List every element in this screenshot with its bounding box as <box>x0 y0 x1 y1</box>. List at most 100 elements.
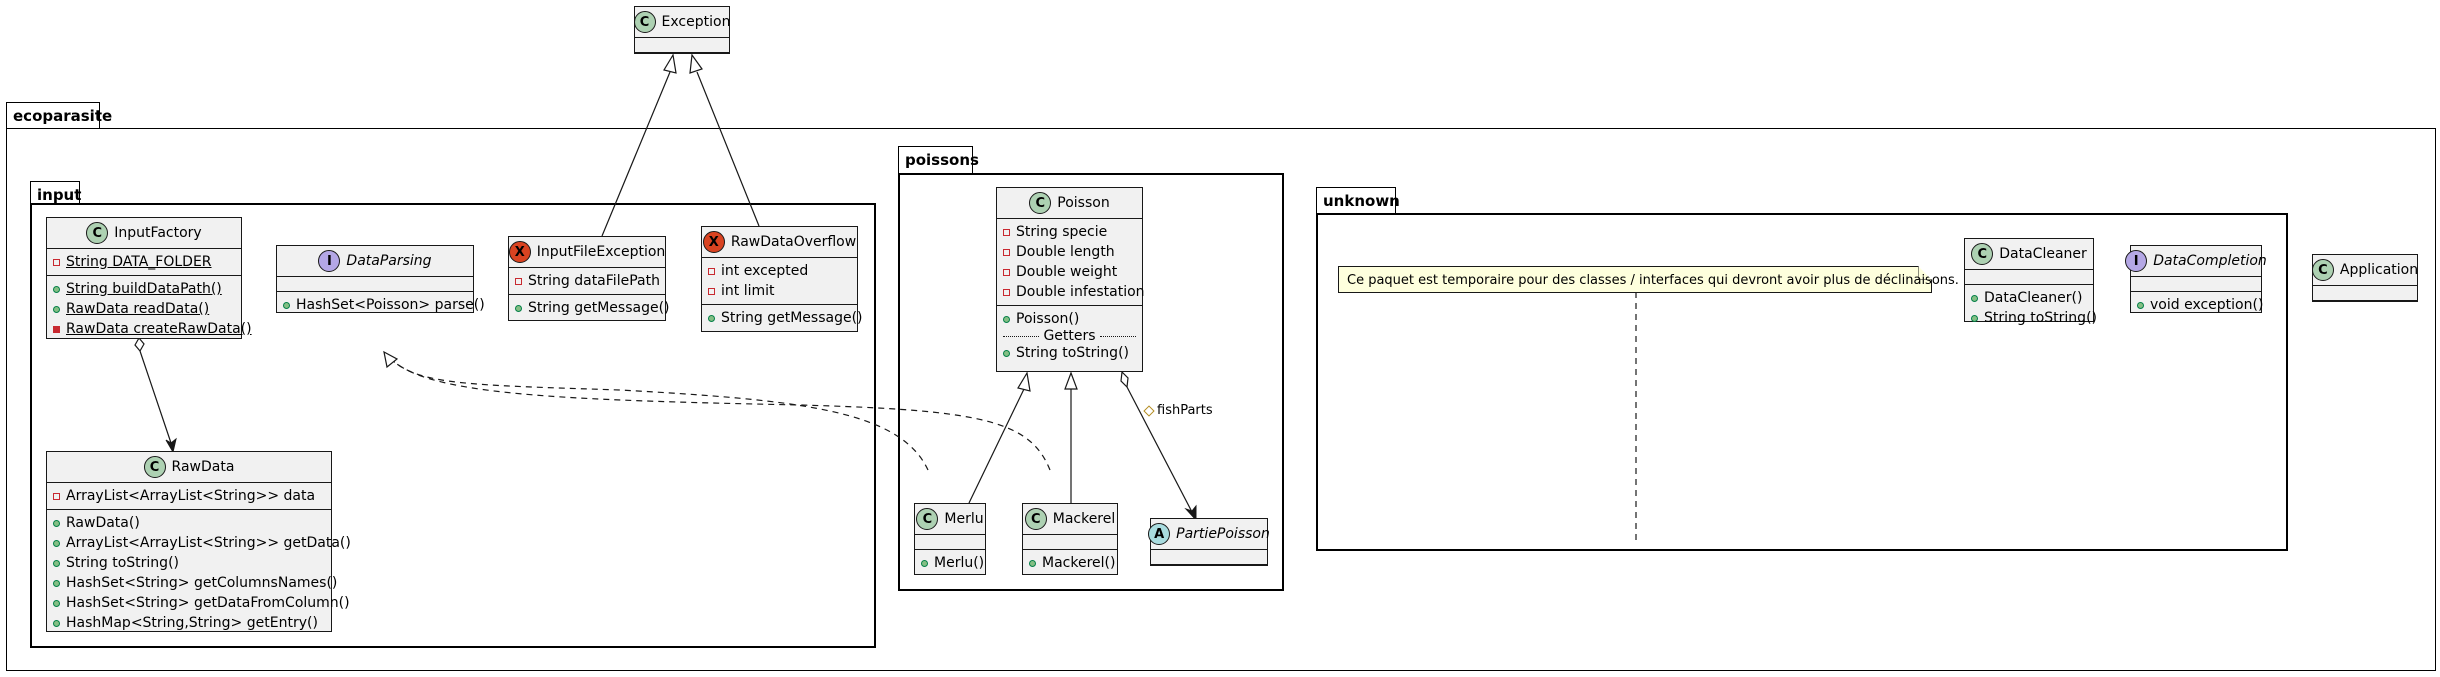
methods-section: String buildDataPath() RawData readData(… <box>47 276 252 342</box>
methods-section <box>1151 565 1267 579</box>
class-header: I DataCompletion <box>2125 246 2267 277</box>
package-input-tab: input <box>30 181 81 204</box>
class-badge-icon: C <box>1024 508 1047 530</box>
private-icon <box>1003 248 1010 256</box>
exception-badge-icon: X <box>508 241 531 263</box>
class-application[interactable]: C Application <box>2311 254 2419 302</box>
methods-section: RawData() ArrayList<ArrayList<String>> g… <box>47 510 351 636</box>
public-icon <box>53 579 60 587</box>
class-raw-data[interactable]: C RawData ArrayList<ArrayList<String>> d… <box>46 451 351 632</box>
method-row: String toString() <box>53 553 325 573</box>
class-mackerel[interactable]: C Mackerel Mackerel() <box>1022 503 1118 575</box>
field-row: Double infestation <box>1003 282 1145 302</box>
public-icon <box>53 519 60 527</box>
edge-inputfactory-aggregates-rawdata <box>139 350 172 444</box>
class-name: Merlu <box>944 511 984 527</box>
class-badge-icon: C <box>86 222 109 244</box>
private-icon <box>1003 268 1010 276</box>
methods-section: Poisson() Getters String toString() <box>997 306 1142 366</box>
public-icon <box>283 301 290 309</box>
class-header: C DataCleaner <box>1965 239 2093 270</box>
implement-arrow-head <box>383 350 399 369</box>
class-poisson[interactable]: C Poisson String specie Double length Do… <box>996 187 1145 372</box>
public-icon <box>1003 349 1010 357</box>
private-icon <box>1003 288 1010 296</box>
method-row: RawData() <box>53 513 325 533</box>
class-name: Application <box>2339 262 2419 278</box>
class-input-factory[interactable]: C InputFactory String DATA_FOLDER String… <box>46 217 252 342</box>
methods-section: Mackerel() <box>1023 550 1117 576</box>
class-merlu[interactable]: C Merlu Merlu() <box>914 503 986 575</box>
method-row: HashSet<Poisson> parse() <box>283 295 485 315</box>
class-raw-data-overflow[interactable]: X RawDataOverflow int excepted int limit… <box>701 226 863 332</box>
class-name: InputFactory <box>114 225 202 241</box>
fields-section <box>277 277 473 292</box>
fields-section: ArrayList<ArrayList<String>> data <box>47 483 331 510</box>
class-name: RawDataOverflow <box>730 234 857 250</box>
fields-section <box>1965 270 2093 285</box>
class-header: C Application <box>2311 255 2419 286</box>
inherit-arrow-head <box>1064 371 1078 390</box>
public-icon <box>53 559 60 567</box>
class-header: C Merlu <box>915 504 985 535</box>
interface-badge-icon: I <box>2125 250 2148 272</box>
edge-poisson-aggregates-partiepoisson <box>1126 386 1193 513</box>
abstract-partie-poisson[interactable]: A PartiePoisson <box>1148 518 1270 566</box>
method-row: ArrayList<ArrayList<String>> getData() <box>53 533 351 553</box>
class-name: DataCompletion <box>2153 253 2267 269</box>
exception-badge-icon: X <box>702 231 725 253</box>
class-header: C Exception <box>633 7 731 38</box>
class-badge-icon: C <box>1029 192 1052 214</box>
getters-separator: Getters <box>1003 328 1137 344</box>
method-row: String buildDataPath() <box>53 279 235 299</box>
class-data-cleaner[interactable]: C DataCleaner DataCleaner() String toStr… <box>1964 238 2097 326</box>
public-icon <box>1971 294 1978 302</box>
method-row: HashSet<String> getDataFromColumn() <box>53 593 350 613</box>
class-name: Exception <box>661 14 731 30</box>
method-row: HashMap<String,String> getEntry() <box>53 613 325 633</box>
edge-merlu-extends-poisson <box>968 388 1025 504</box>
class-name: Mackerel <box>1052 511 1116 527</box>
fields-section <box>915 535 985 550</box>
private-icon <box>1003 228 1010 236</box>
note-text: Ce paquet est temporaire pour des classe… <box>1347 273 1959 288</box>
fields-section <box>2131 277 2261 292</box>
inherit-arrow-head <box>1017 371 1031 392</box>
public-icon <box>53 619 60 627</box>
class-name: Poisson <box>1057 195 1110 211</box>
field-row: String specie <box>1003 222 1136 242</box>
class-input-file-exception[interactable]: X InputFileException String dataFilePath… <box>508 236 670 321</box>
private-icon <box>515 277 522 285</box>
class-badge-icon: C <box>916 508 939 530</box>
class-name: RawData <box>171 459 235 475</box>
methods-section: DataCleaner() String toString() <box>1965 285 2097 331</box>
fields-section: String specie Double length Double weigh… <box>997 219 1145 306</box>
class-badge-icon: C <box>1971 243 1994 265</box>
method-row: void exception() <box>2137 295 2263 315</box>
protected-icon <box>1143 404 1155 417</box>
private-icon <box>53 492 60 500</box>
public-icon <box>515 304 522 312</box>
class-exception[interactable]: C Exception <box>633 6 731 54</box>
edge-mackerel-implements-dataparsing <box>391 359 1051 471</box>
edge-inputfileexception-extends-exception <box>601 71 671 237</box>
methods-section <box>2313 301 2417 315</box>
fields-section: String dataFilePath <box>509 268 665 295</box>
inherit-arrow-head <box>663 53 677 74</box>
package-poissons-tab: poissons <box>898 146 979 174</box>
class-header: C RawData <box>47 452 331 483</box>
fields-section: int excepted int limit <box>702 258 857 305</box>
private-icon <box>708 287 715 295</box>
public-icon <box>53 599 60 607</box>
fields-section: String DATA_FOLDER <box>47 249 241 276</box>
interface-data-parsing[interactable]: I DataParsing HashSet<Poisson> parse() <box>276 245 485 315</box>
method-row: RawData createRawData() <box>53 319 252 339</box>
interface-data-completion[interactable]: I DataCompletion void exception() <box>2125 245 2267 315</box>
class-header: C InputFactory <box>47 218 241 249</box>
class-header: X InputFileException <box>508 237 665 268</box>
edge-rawdataoverflow-extends-exception <box>696 71 760 227</box>
methods-section: String getMessage() <box>509 295 670 321</box>
class-header: C Poisson <box>997 188 1142 219</box>
package-note: Ce paquet est temporaire pour des classe… <box>1338 266 1959 293</box>
